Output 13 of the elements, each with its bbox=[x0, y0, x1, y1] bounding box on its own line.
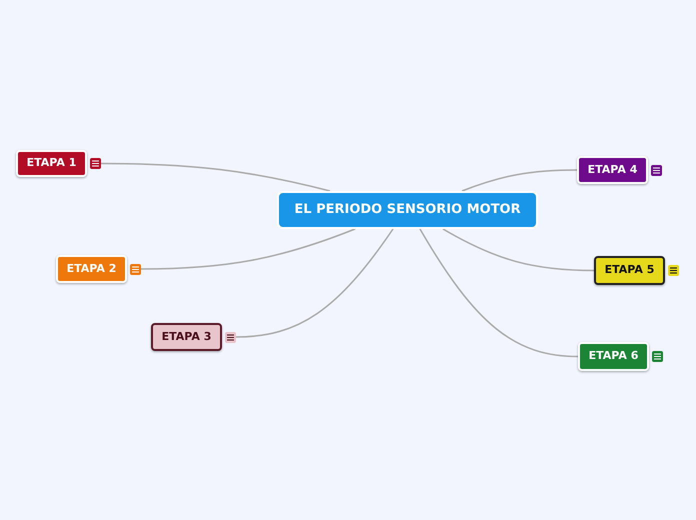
branch-line bbox=[236, 228, 394, 338]
topic-box: ETAPA 1 bbox=[16, 150, 87, 177]
branch-line bbox=[442, 228, 594, 272]
topic-box: ETAPA 3 bbox=[151, 323, 222, 351]
branch-line bbox=[462, 169, 577, 192]
central-topic-box: EL PERIODO SENSORIO MOTOR bbox=[277, 191, 538, 229]
branch-line bbox=[419, 228, 578, 358]
branch-line bbox=[101, 162, 330, 192]
branch-line bbox=[141, 228, 356, 270]
topic-box: ETAPA 5 bbox=[594, 256, 665, 285]
topic-box: ETAPA 6 bbox=[578, 342, 649, 371]
topic-box: ETAPA 2 bbox=[56, 255, 127, 283]
topic-box: ETAPA 4 bbox=[577, 156, 648, 184]
